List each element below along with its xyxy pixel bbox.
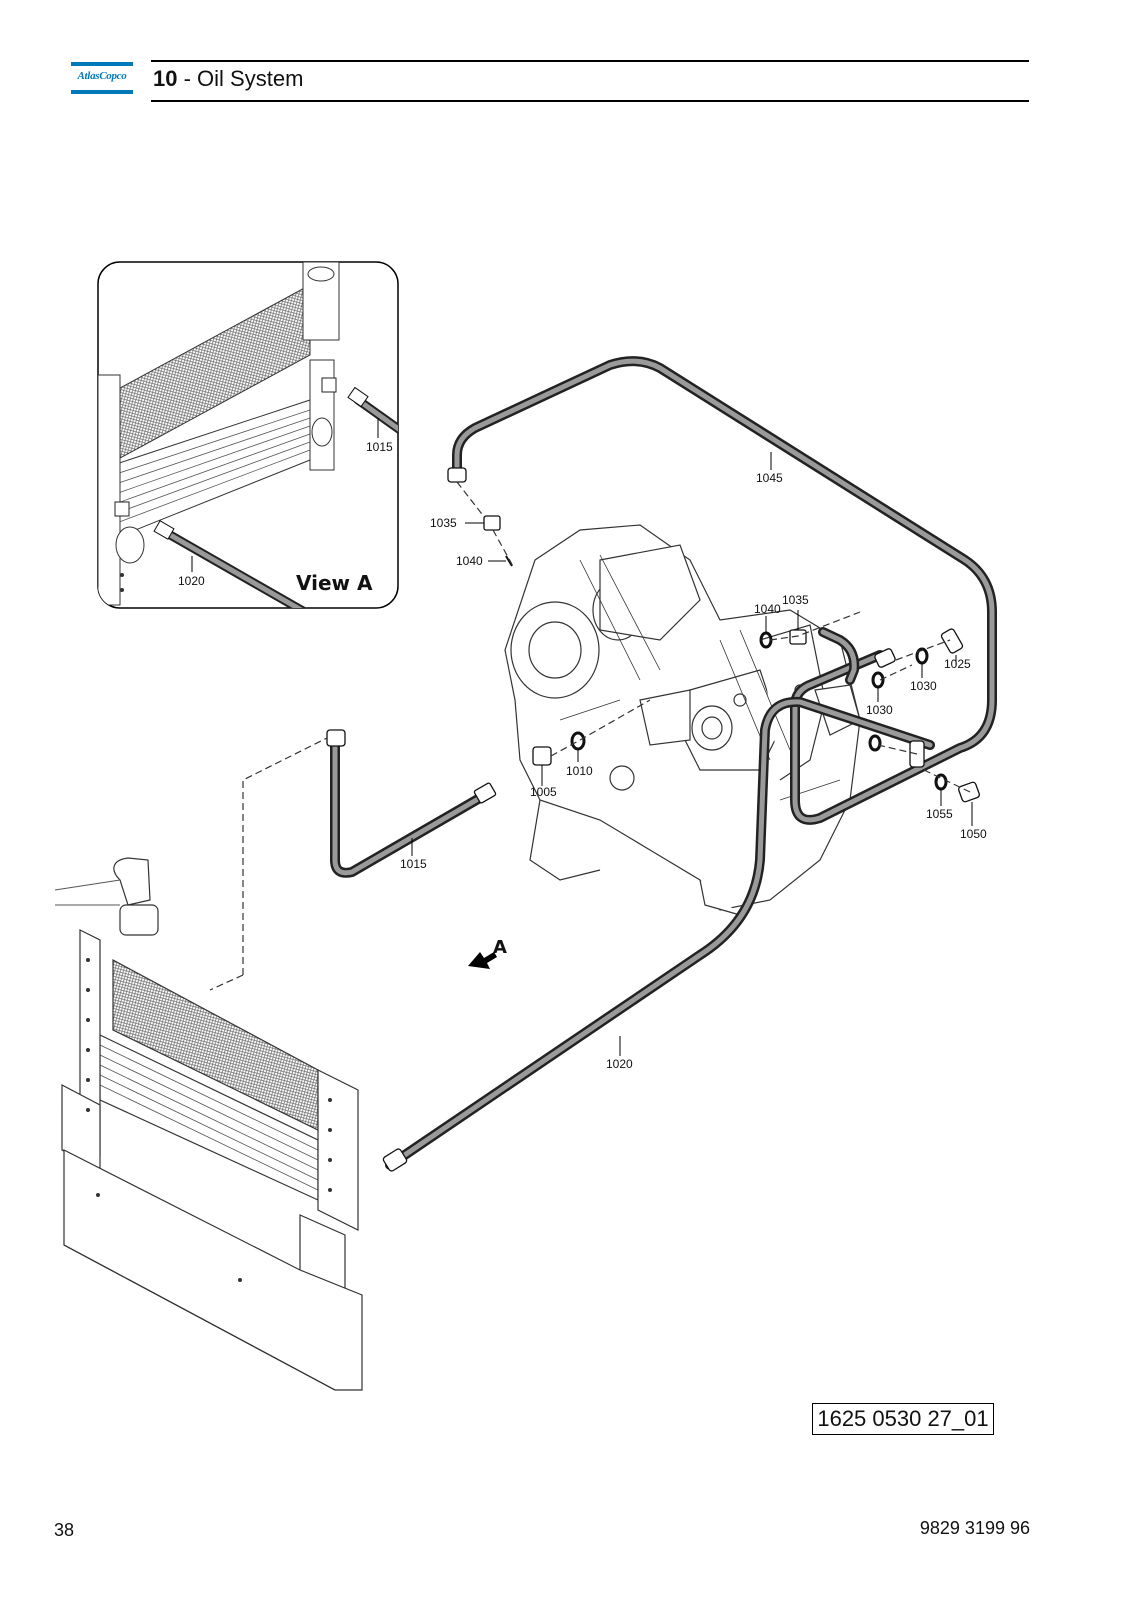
header-rule-top	[151, 60, 1029, 62]
hoses	[330, 356, 997, 1170]
atlas-copco-logo: AtlasCopco	[71, 62, 133, 94]
callout-1030-lower: 1030	[866, 703, 893, 717]
callout-1040-lower: 1040	[754, 602, 781, 616]
inset-cooler-detail	[98, 262, 398, 608]
banjo-bolt-1025	[940, 628, 964, 654]
elbow-fitting-right	[874, 648, 896, 668]
tee-fitting	[909, 740, 925, 768]
cooler-right-frame	[317, 1069, 359, 1231]
chapter-heading: 10 - Oil System	[153, 66, 303, 92]
union-1005	[532, 746, 552, 766]
callout-1025: 1025	[944, 657, 971, 671]
header-rule-bottom	[151, 100, 1029, 102]
view-arrow-label: A	[493, 937, 507, 958]
inset-view-label: View A	[296, 571, 373, 595]
inset-left-frame	[98, 374, 121, 606]
union-1035-upper	[483, 515, 501, 531]
drawing-number: 1625 0530 27_01	[812, 1403, 994, 1435]
callout-1010: 1010	[566, 764, 593, 778]
seal-1040-upper	[505, 555, 513, 567]
chapter-separator: -	[177, 66, 198, 91]
leader-lines	[411, 452, 973, 1056]
callout-1050: 1050	[960, 827, 987, 841]
elbow-fitting-top	[447, 467, 467, 483]
oil-cooler	[54, 857, 363, 1391]
inset-cooler-upper-core	[98, 284, 311, 471]
inset-view-a: 1015 1020 View A	[97, 261, 399, 609]
callout-1020: 1020	[606, 1057, 633, 1071]
chapter-number: 10	[153, 66, 178, 91]
callout-1045: 1045	[756, 471, 783, 485]
inset-callout-1015: 1015	[366, 440, 393, 454]
seal-1030-lower	[871, 671, 885, 689]
callout-1030-upper: 1030	[910, 679, 937, 693]
seal-mid	[868, 734, 882, 752]
callout-1005: 1005	[530, 785, 557, 799]
document-number: 9829 3199 96	[919, 1518, 1030, 1538]
cooler-inlet-elbow	[113, 857, 151, 906]
page-number: 38	[54, 1520, 75, 1540]
assembly-dashed-lines	[209, 481, 971, 991]
hose-end-1020	[382, 1148, 408, 1172]
callout-1035-lower: 1035	[782, 593, 809, 607]
callout-1035-upper: 1035	[430, 516, 457, 530]
inset-fitting-lower	[114, 501, 130, 517]
callout-1055: 1055	[926, 807, 953, 821]
callout-1015: 1015	[400, 857, 427, 871]
view-a-arrow: A	[468, 937, 507, 969]
hose-end-1015	[473, 782, 497, 804]
inset-fitting-upper	[321, 377, 337, 393]
view-direction-arrow-icon	[468, 952, 497, 969]
compressor-element-housing	[504, 524, 861, 916]
elbow-fitting-1015	[326, 729, 346, 747]
inset-callout-1020: 1020	[178, 574, 205, 588]
callout-1040-upper: 1040	[456, 554, 483, 568]
chapter-title: Oil System	[197, 66, 304, 91]
